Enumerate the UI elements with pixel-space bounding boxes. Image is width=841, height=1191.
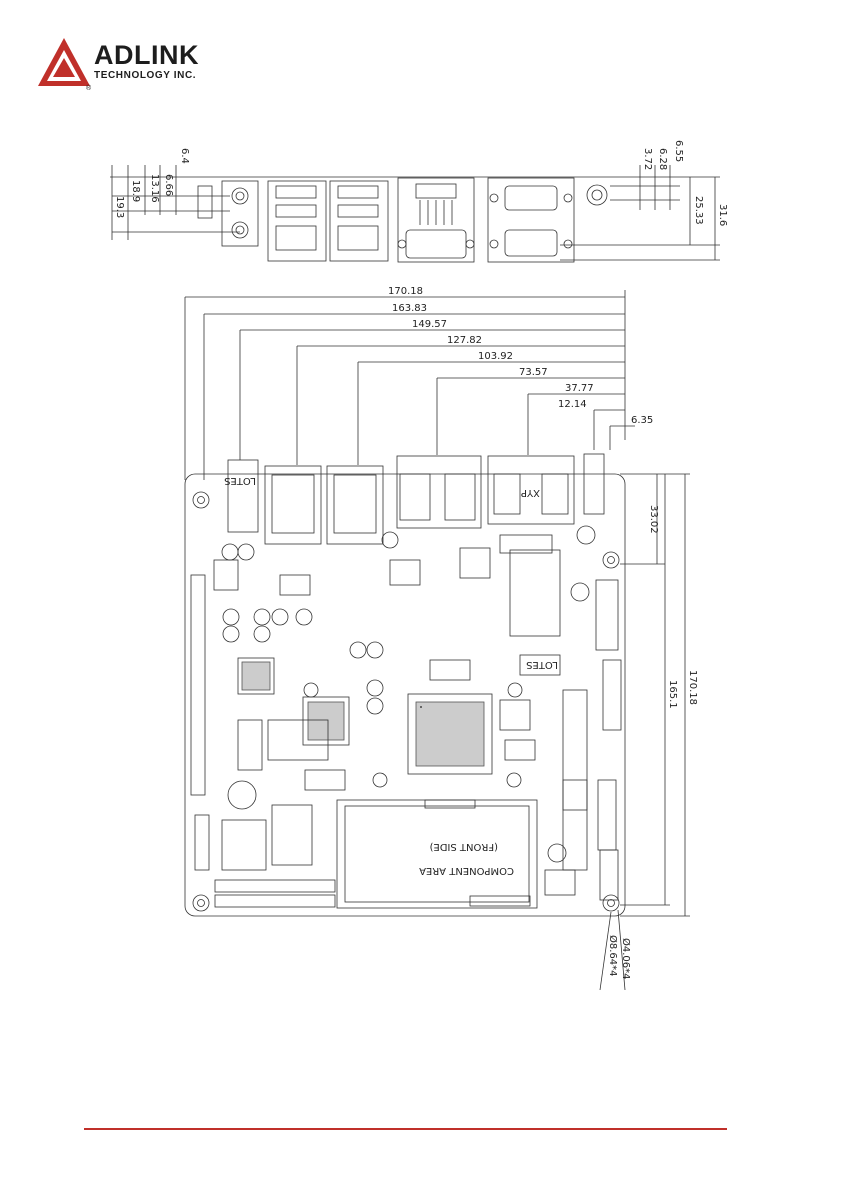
dim-12-14: 12.14: [558, 399, 587, 410]
dim-6-35: 6.35: [631, 415, 653, 426]
dim-127-82: 127.82: [447, 335, 482, 346]
hole-dim-8-64: Ø8.64*4: [607, 935, 619, 977]
dim-149-57: 149.57: [412, 319, 447, 330]
connector-label-xyp: XYP: [521, 487, 540, 498]
dim-170-18-v: 170.18: [687, 670, 698, 705]
dim-6-28: 6.28: [657, 148, 668, 170]
dim-13-16: 13.16: [149, 174, 160, 203]
dim-31-6: 31.6: [717, 204, 728, 226]
dim-73-57: 73.57: [519, 367, 548, 378]
dim-6-55: 6.55: [673, 140, 684, 162]
dim-165-1: 165.1: [667, 680, 678, 709]
dim-6-66: 6.66: [163, 174, 174, 196]
connector-label-lotes: LOTES: [224, 475, 256, 486]
footer-rule: [84, 1128, 727, 1130]
component-area-label: COMPONENT AREA: [419, 865, 514, 876]
front-side-label: (FRONT SIDE): [429, 841, 498, 852]
hole-dim-4-06: Ø4.06*4: [620, 938, 632, 980]
dim-37-77: 37.77: [565, 383, 594, 394]
dim-33-02: 33.02: [648, 505, 659, 534]
dim-170-18-h: 170.18: [388, 286, 423, 297]
dim-3-72: 3.72: [642, 148, 653, 170]
dim-103-92: 103.92: [478, 351, 513, 362]
dim-163-83: 163.83: [392, 303, 427, 314]
connector-label-lotes-2: LOTES: [526, 659, 558, 670]
dim-25-33: 25.33: [693, 196, 704, 225]
dim-18-9: 18.9: [130, 180, 141, 202]
dim-6-4: 6.4: [179, 148, 190, 164]
dim-19-3: 19.3: [114, 196, 125, 218]
